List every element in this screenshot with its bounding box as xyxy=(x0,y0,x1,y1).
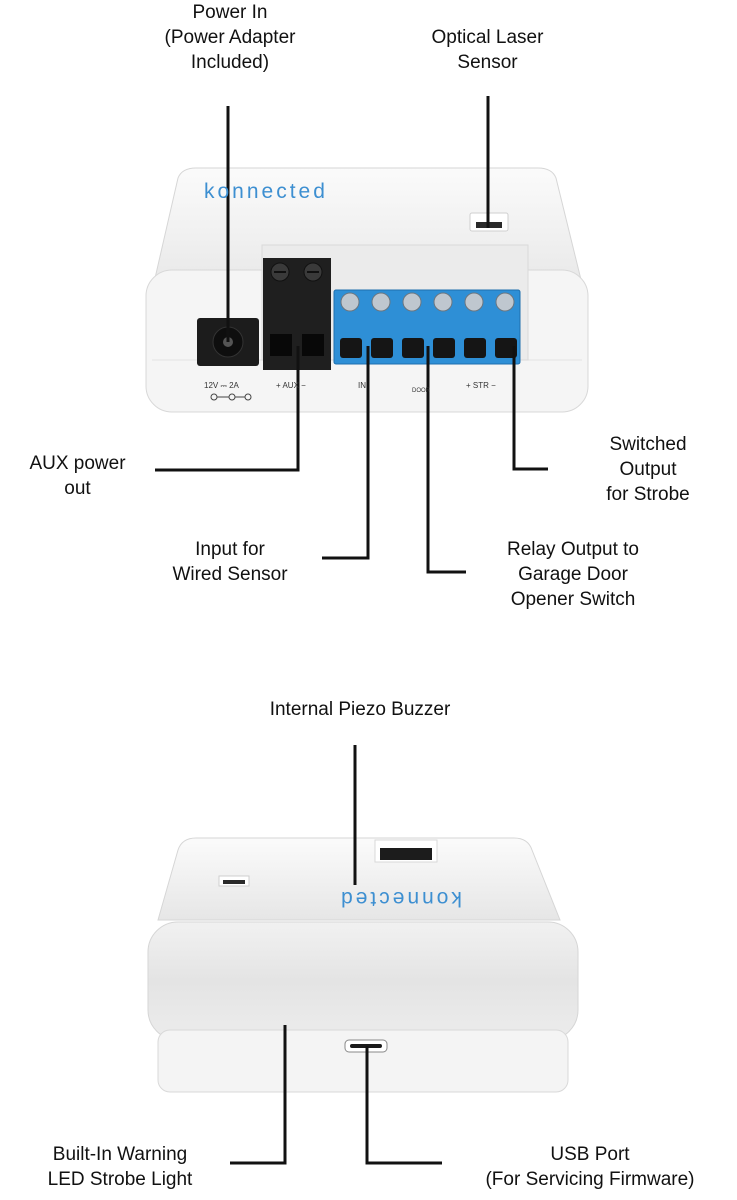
brand-logo-bottom: konnected xyxy=(338,887,462,910)
callout-relay-output: Relay Output to Garage Door Opener Switc… xyxy=(506,539,640,610)
callout-strobe: Built-In Warning LED Strobe Light xyxy=(47,1144,193,1190)
leader-switched xyxy=(512,346,548,471)
aux-terminal-label: + AUX − xyxy=(276,381,306,390)
in-terminal-label: IN xyxy=(358,381,366,390)
device-base xyxy=(157,1029,569,1093)
str-terminal-label: + STR − xyxy=(466,381,496,390)
door-terminal-label: DOOR xyxy=(412,388,430,394)
leader-usb xyxy=(365,1046,442,1165)
callout-switched-output: Switched Output for Strobe xyxy=(606,434,690,505)
brand-logo-top: konnected xyxy=(204,180,328,203)
bottom-device xyxy=(147,837,579,1093)
buzzer-icon xyxy=(380,848,432,860)
leader-aux xyxy=(155,346,300,472)
leader-strobe xyxy=(230,1025,287,1165)
device-lid-rear xyxy=(157,837,561,921)
leader-wired xyxy=(322,346,370,560)
callout-wired-sensor: Input for Wired Sensor xyxy=(172,539,288,585)
leader-relay xyxy=(426,346,466,574)
callout-aux-power: AUX power out xyxy=(29,453,126,499)
callout-power-in: Power In (Power Adapter Included) xyxy=(164,2,296,73)
dc-polarity-icon xyxy=(210,393,252,401)
strobe-diffuser xyxy=(147,921,579,1041)
callout-usb: USB Port (For Servicing Firmware) xyxy=(485,1144,695,1190)
leader-lines xyxy=(155,96,548,1165)
callout-optical-laser: Optical Laser Sensor xyxy=(431,27,544,73)
terminal-screws xyxy=(340,292,515,312)
power-rating-label: 12V ⎓ 2A xyxy=(204,381,239,390)
callout-buzzer: Internal Piezo Buzzer xyxy=(269,699,451,720)
